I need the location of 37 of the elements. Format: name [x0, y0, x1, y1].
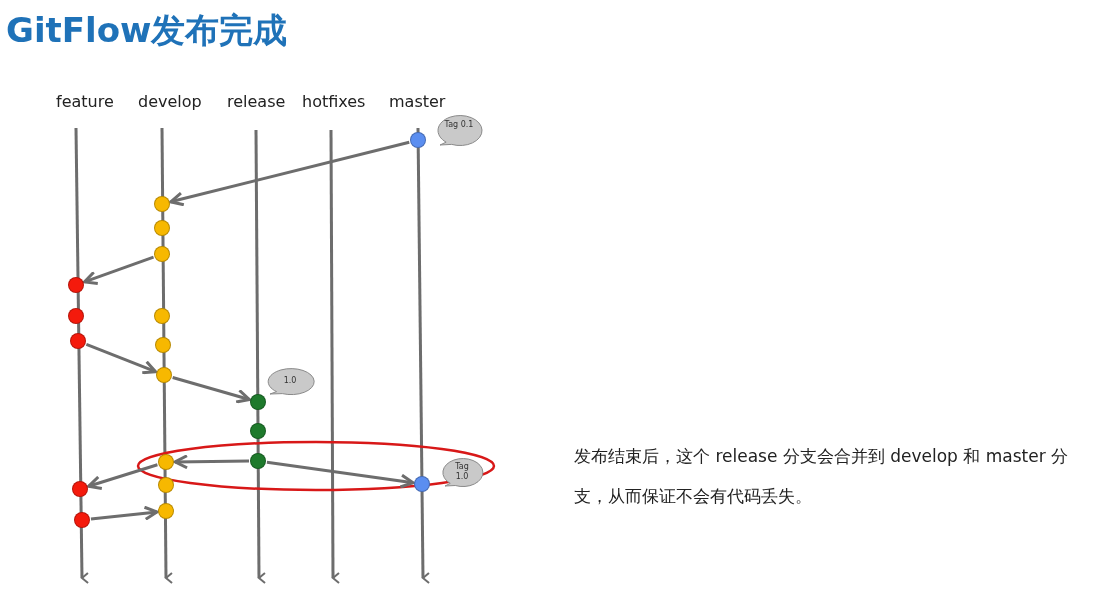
- commit-dot: [154, 196, 170, 212]
- branch-label: master: [389, 92, 446, 112]
- arrow: [85, 342, 158, 375]
- commit-dot: [74, 512, 90, 528]
- arrow: [172, 376, 251, 404]
- commit-dot: [155, 337, 171, 353]
- arrow: [266, 460, 415, 489]
- branch-label: hotfixes: [302, 92, 366, 112]
- commit-dot: [250, 423, 266, 439]
- commit-dot: [156, 367, 172, 383]
- arrow: [169, 140, 410, 207]
- arrow: [82, 255, 155, 285]
- commit-dot: [410, 132, 426, 148]
- arrow: [90, 505, 159, 521]
- branch-label: develop: [138, 92, 202, 112]
- arrow: [173, 454, 249, 470]
- commit-dot: [154, 220, 170, 236]
- commit-dot: [68, 308, 84, 324]
- commit-dot: [154, 246, 170, 262]
- tag-bubble: Tag 0.1: [436, 114, 482, 146]
- commit-dot: [158, 503, 174, 519]
- commit-dot: [68, 277, 84, 293]
- branch-label: release: [227, 92, 286, 112]
- commit-dot: [154, 308, 170, 324]
- commit-dot: [250, 394, 266, 410]
- commit-dot: [158, 454, 174, 470]
- arrow: [87, 463, 158, 490]
- commit-dot: [414, 476, 430, 492]
- tag-bubble: 1.0: [266, 367, 314, 395]
- description: 发布结束后，这个 release 分支会合并到 develop 和 master 分支，从而保证不会有代码丢失。: [574, 445, 1070, 508]
- commit-dot: [158, 477, 174, 493]
- commit-dot: [70, 333, 86, 349]
- commit-dot: [72, 481, 88, 497]
- commit-dot: [250, 453, 266, 469]
- branch-label: feature: [56, 92, 114, 112]
- title: GitFlow发布完成: [6, 9, 288, 52]
- tag-bubble: Tag 1.0: [441, 457, 483, 487]
